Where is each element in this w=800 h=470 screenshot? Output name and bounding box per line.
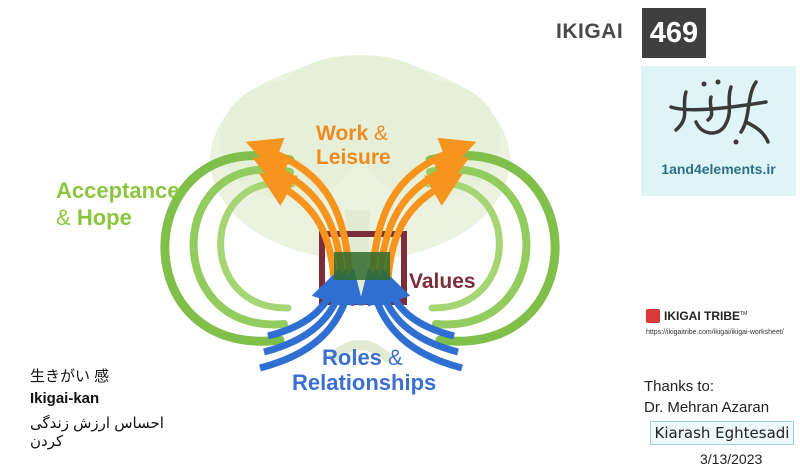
header-title: IKIGAI [556,20,624,43]
japanese-term: 生きがい 感 [30,368,110,385]
logo-url: 1and4elements.ir [661,161,776,177]
thanks-name: Dr. Mehran Azaran [644,399,770,416]
roles-relationships-label: Roles & Relationships [292,345,437,395]
ikigai-tribe-icon [646,309,660,323]
post-number-badge: 469 [642,8,706,58]
logo-panel: 1and4elements.ir [641,66,796,196]
calligraphy-logo [669,79,770,145]
work-leisure-label: Work & Leisure [316,122,391,169]
persian-term: احساس ارزش زندگی کردن [30,415,164,450]
author-name: Kiarash Eghtesadi [650,421,794,445]
date: 3/13/2023 [700,451,763,467]
romaji-term: Ikigai-kan [30,390,100,407]
ikigai-tribe-name: IKIGAI TRIBETM [664,309,748,323]
tree-background [210,55,510,364]
arrow-core [334,252,390,280]
ikigai-tribe-url[interactable]: https://ikigaitribe.com/ikigai/ikigai-wo… [646,329,784,336]
blue-arrows-left [259,267,364,372]
blue-arrows-right [358,267,463,372]
values-label: Values [409,270,476,293]
thanks-label: Thanks to: [644,378,715,395]
green-loops-left [160,151,296,346]
ikigai-diagram [160,55,560,372]
acceptance-hope-label: Acceptance & Hope [56,178,180,230]
